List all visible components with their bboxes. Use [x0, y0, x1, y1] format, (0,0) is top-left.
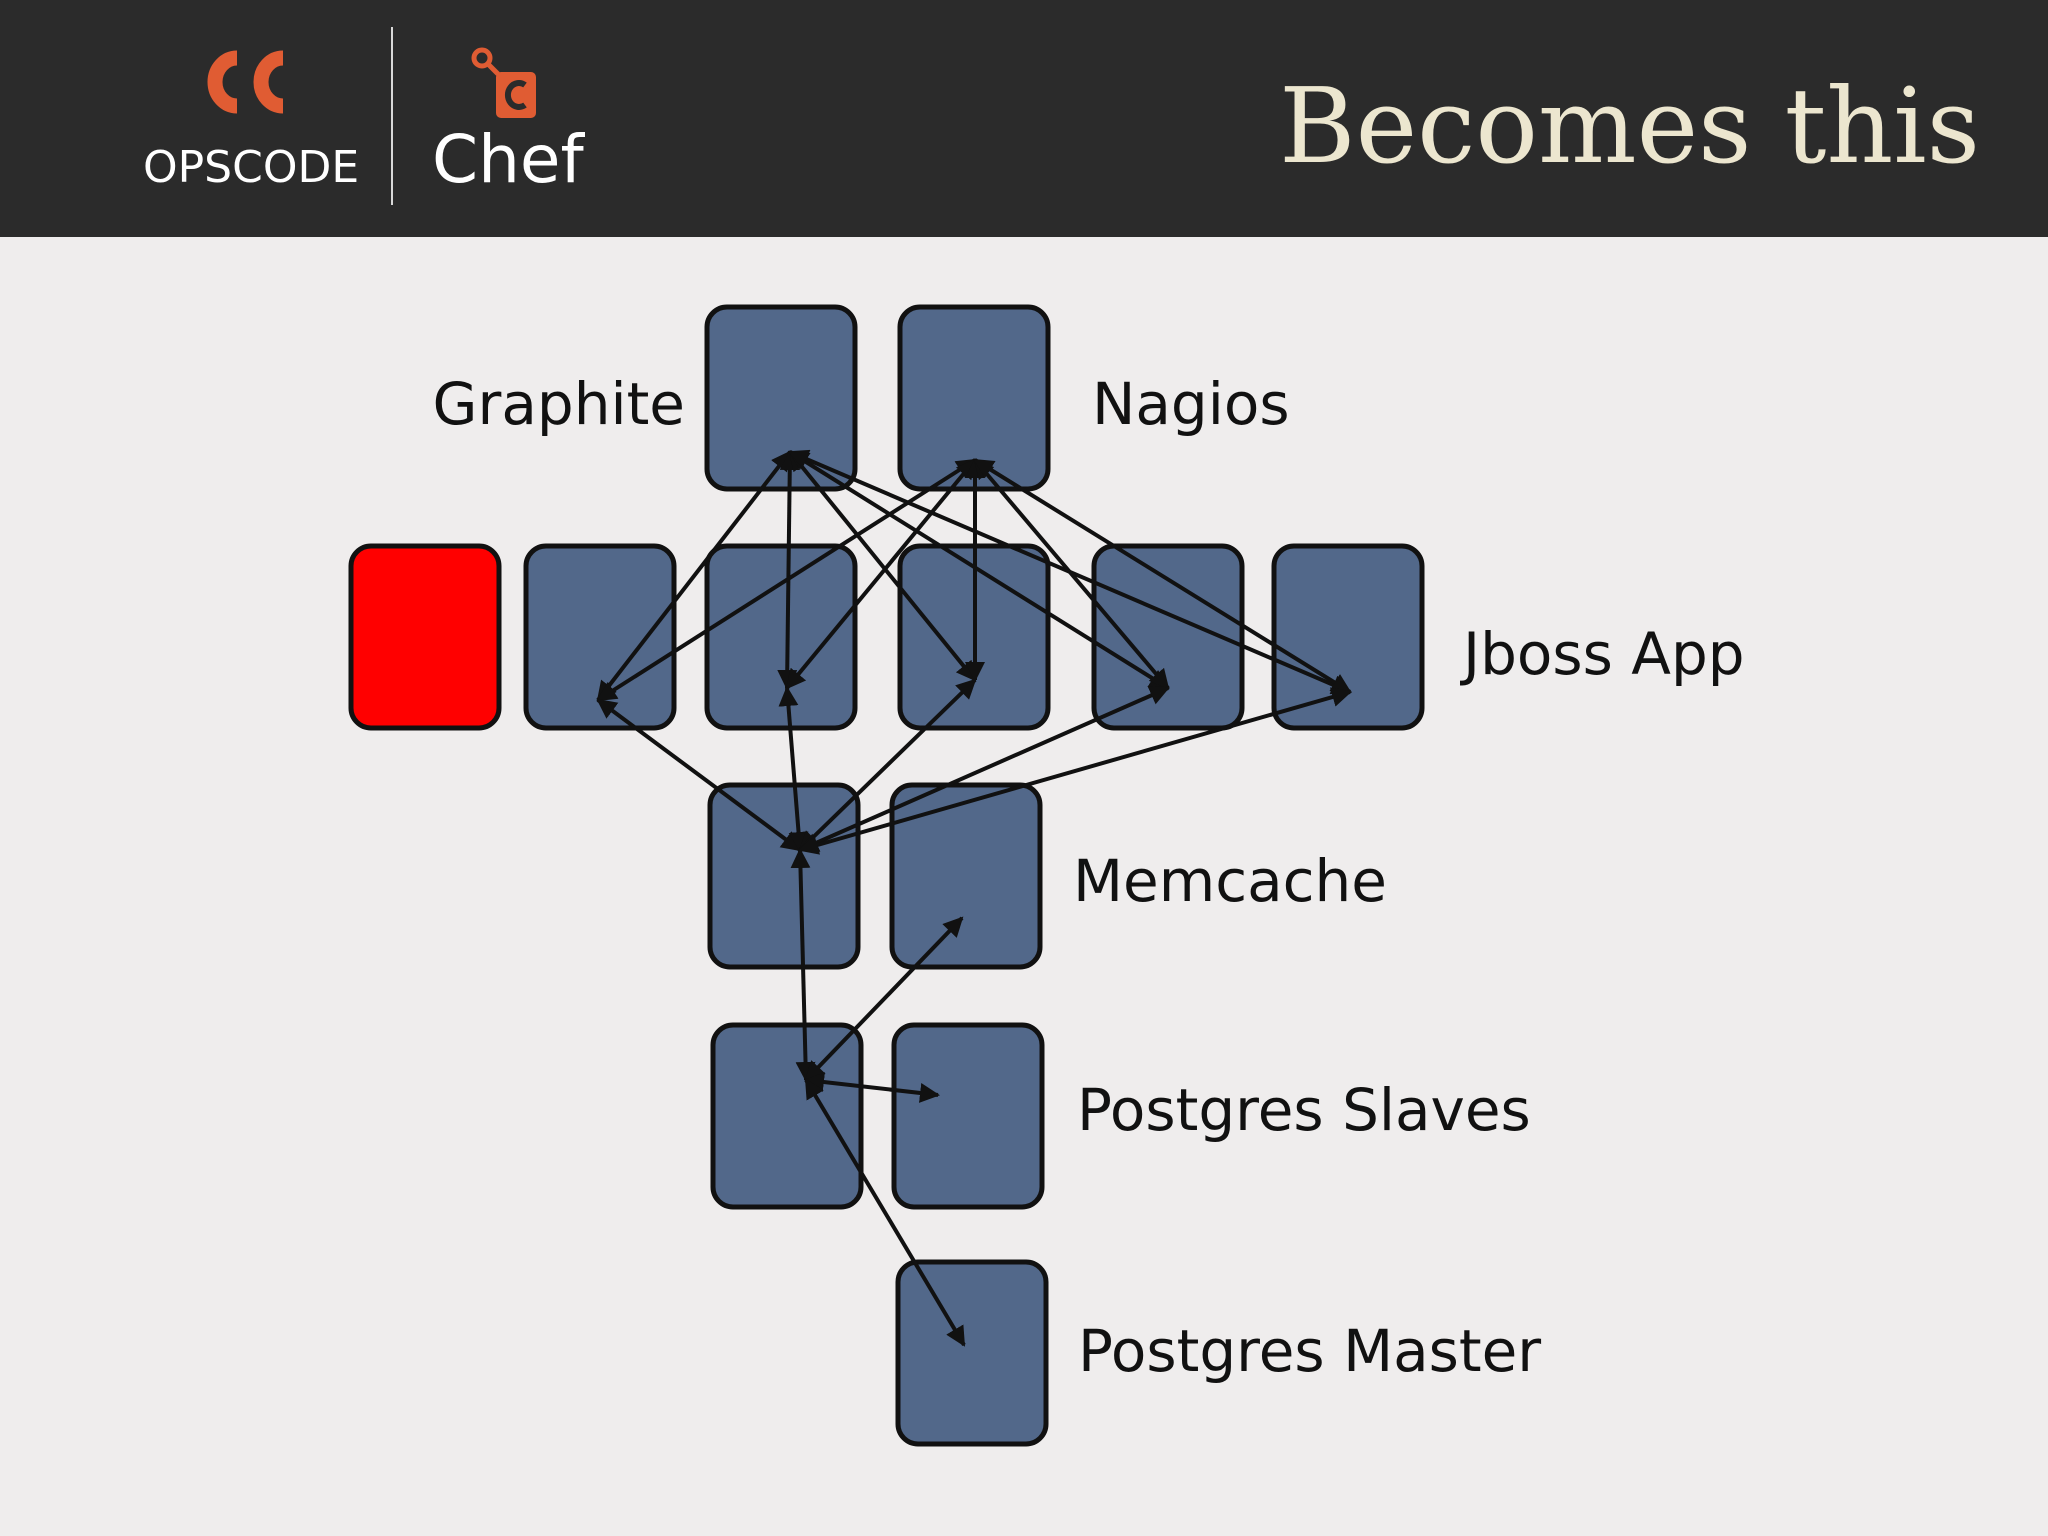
- node-pg-master: [895, 1259, 1049, 1447]
- header-divider: [391, 27, 393, 205]
- label-postgres-slaves: Postgres Slaves: [1077, 1076, 1531, 1144]
- node-memcache-2: [889, 782, 1043, 970]
- node-pg-slave-1: [710, 1022, 864, 1210]
- node-jboss-3: [704, 543, 858, 731]
- label-memcache: Memcache: [1073, 847, 1387, 915]
- product-name: Chef: [432, 121, 584, 198]
- chef-logo-icon: [471, 47, 536, 118]
- edges-layer: [596, 449, 1352, 1347]
- connection-jboss-3-to-memcache-1: [778, 686, 809, 852]
- connection-jboss-2-to-memcache-1: [596, 698, 802, 852]
- opscode-logo-icon: [207, 50, 284, 114]
- connection-pg-master-to-pg-slave-1: [804, 1078, 966, 1347]
- slide-header: OPSCODE Chef Becomes this: [0, 0, 2048, 237]
- label-postgres-master: Postgres Master: [1078, 1317, 1541, 1385]
- label-nagios: Nagios: [1092, 370, 1290, 438]
- node-jboss-6: [1271, 543, 1425, 731]
- connection-jboss-6-to-memcache-1: [798, 687, 1352, 855]
- connection-nagios-to-jboss-3: [785, 458, 977, 690]
- brand-name: OPSCODE: [143, 142, 360, 193]
- node-pg-slave-2: [891, 1022, 1045, 1210]
- connection-nagios-to-jboss-6: [973, 458, 1352, 694]
- node-memcache-1: [707, 782, 861, 970]
- connection-memcache-2-to-pg-slave-1: [804, 916, 964, 1082]
- label-jboss-app: Jboss App: [1460, 620, 1745, 688]
- label-graphite: Graphite: [433, 370, 685, 438]
- node-jboss-1: [348, 543, 502, 731]
- slide-title: Becomes this: [1279, 65, 1980, 187]
